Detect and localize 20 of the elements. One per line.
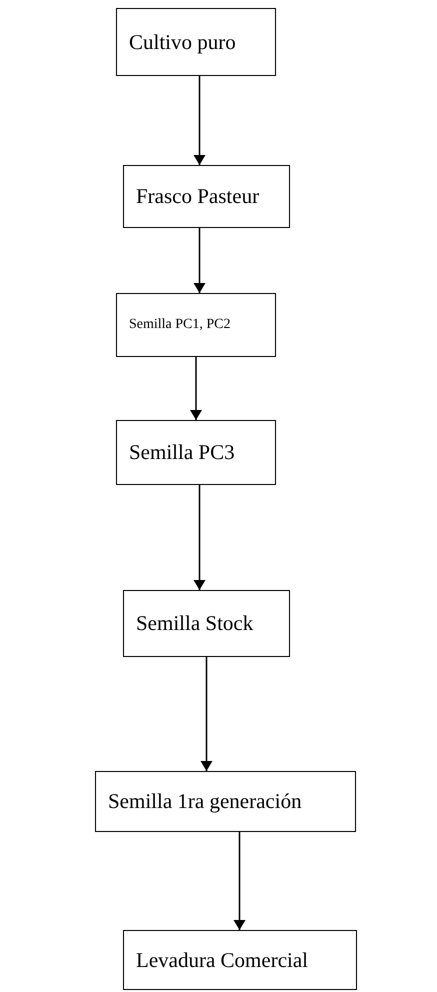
arrow xyxy=(194,228,206,293)
box-label: Semilla Stock xyxy=(136,610,254,637)
arrow xyxy=(190,357,202,420)
process-box xyxy=(123,930,357,990)
arrow xyxy=(194,76,206,165)
process-box xyxy=(123,165,290,228)
process-box xyxy=(123,590,290,657)
box-label: Semilla 1ra generación xyxy=(108,788,302,815)
arrow xyxy=(200,657,212,771)
process-box xyxy=(116,8,276,76)
process-box xyxy=(116,293,276,357)
arrow xyxy=(234,832,246,930)
process-box xyxy=(116,420,276,485)
arrow xyxy=(194,485,206,590)
box-label: Levadura Comercial xyxy=(136,946,308,974)
process-box xyxy=(95,771,356,832)
box-label: Semilla PC3 xyxy=(129,439,235,466)
box-label: Cultivo puro xyxy=(129,28,236,56)
box-label: Semilla PC1, PC2 xyxy=(129,316,231,334)
box-label: Frasco Pasteur xyxy=(136,183,260,210)
